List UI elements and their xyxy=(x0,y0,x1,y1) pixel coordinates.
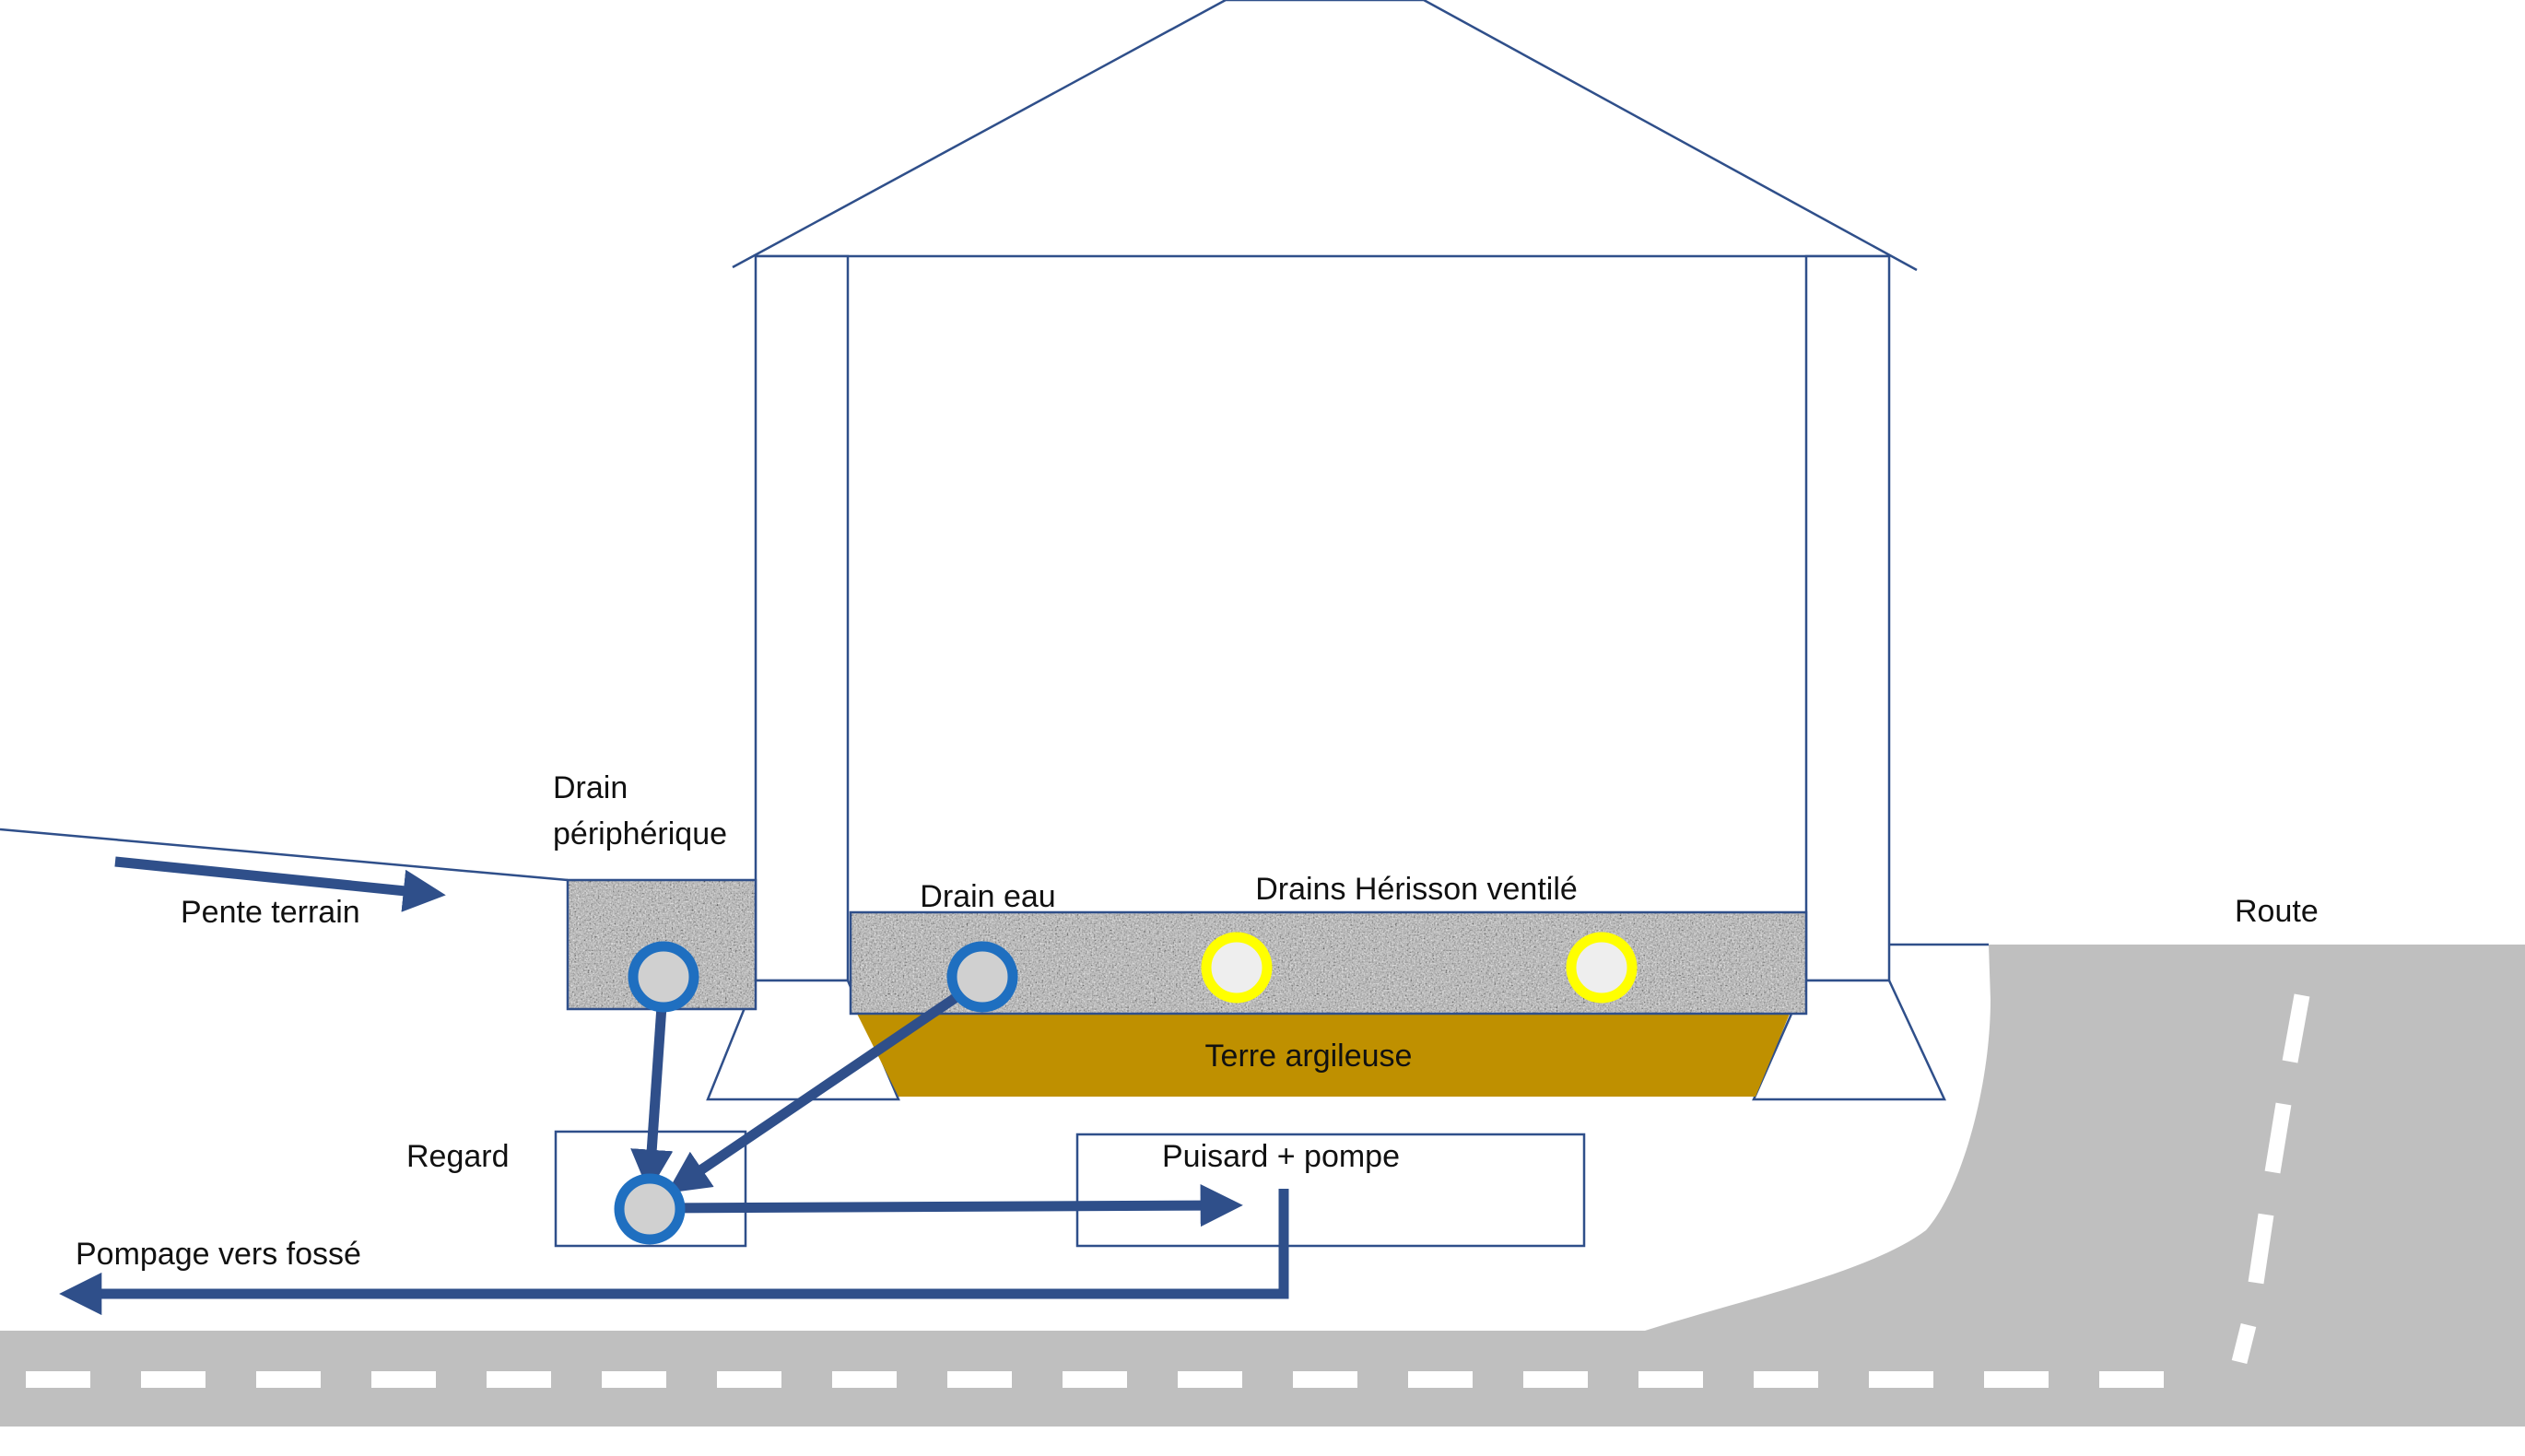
road-dash xyxy=(717,1371,781,1388)
road-surface xyxy=(0,945,2525,1427)
label-pompage-vers-fosse: Pompage vers fossé xyxy=(76,1237,361,1272)
label-puisard-pompe: Puisard + pompe xyxy=(1162,1139,1400,1174)
drain-eau-pipe xyxy=(946,941,1018,1013)
road-dash xyxy=(1984,1371,2049,1388)
road-dash xyxy=(1408,1371,1473,1388)
drain-peripherique-pipe xyxy=(628,941,699,1013)
road-dash xyxy=(947,1371,1012,1388)
arrow-drain-eau-to-regard xyxy=(666,975,986,1193)
road-dash xyxy=(1869,1371,1933,1388)
road-dash xyxy=(371,1371,436,1388)
road-dash xyxy=(487,1371,551,1388)
yellow-ring-pipe-icon xyxy=(1201,932,1273,1004)
road-dash xyxy=(1293,1371,1357,1388)
road-horizontal-dashes xyxy=(26,1371,2164,1388)
road-dash xyxy=(2248,1213,2274,1285)
label-pente-terrain: Pente terrain xyxy=(181,895,360,930)
label-drain-peripherique-1: Drain xyxy=(553,770,628,805)
drain-herisson-pipe-1 xyxy=(1201,932,1273,1004)
road-dash xyxy=(26,1371,90,1388)
road-dash xyxy=(2282,993,2310,1063)
road-dash xyxy=(2099,1371,2164,1388)
roof xyxy=(732,0,1918,272)
road-dash xyxy=(1178,1371,1242,1388)
road-dash xyxy=(602,1371,666,1388)
road-vertical-dashes xyxy=(2231,993,2310,1365)
arrow-regard-to-puisard xyxy=(652,1184,1243,1227)
left-wall xyxy=(754,254,850,982)
road-dash xyxy=(2231,1322,2257,1365)
flow-arrows xyxy=(59,856,1289,1316)
clay-layer xyxy=(857,1014,1790,1097)
road-dash xyxy=(1638,1371,1703,1388)
road-dash xyxy=(1063,1371,1127,1388)
arrow-pente-terrain xyxy=(114,856,446,912)
terrain-line xyxy=(0,828,569,882)
road-dash xyxy=(832,1371,897,1388)
drain-herisson-pipe-2 xyxy=(1566,932,1638,1004)
road-dash xyxy=(1754,1371,1818,1388)
regard-pipe xyxy=(614,1173,686,1245)
arrow-peripheral-to-regard xyxy=(630,979,674,1192)
label-terre-argileuse: Terre argileuse xyxy=(1205,1039,1413,1074)
arrow-pompage-vers-fosse xyxy=(59,1189,1289,1316)
label-regard: Regard xyxy=(406,1139,510,1174)
label-route: Route xyxy=(2235,894,2319,929)
yellow-ring-pipe-icon xyxy=(1566,932,1638,1004)
puisard-box xyxy=(1075,1133,1586,1248)
blue-ring-pipe-icon xyxy=(946,941,1018,1013)
road-dash xyxy=(141,1371,206,1388)
blue-ring-pipe-icon xyxy=(614,1173,686,1245)
right-wall xyxy=(1804,254,1891,982)
label-drains-herisson: Drains Hérisson ventilé xyxy=(1255,872,1578,907)
road-dash xyxy=(2264,1102,2292,1174)
label-drain-eau: Drain eau xyxy=(920,879,1055,914)
road-dash xyxy=(1523,1371,1588,1388)
road-dash xyxy=(256,1371,321,1388)
blue-ring-pipe-icon xyxy=(628,941,699,1013)
label-drain-peripherique-2: périphérique xyxy=(553,816,727,851)
